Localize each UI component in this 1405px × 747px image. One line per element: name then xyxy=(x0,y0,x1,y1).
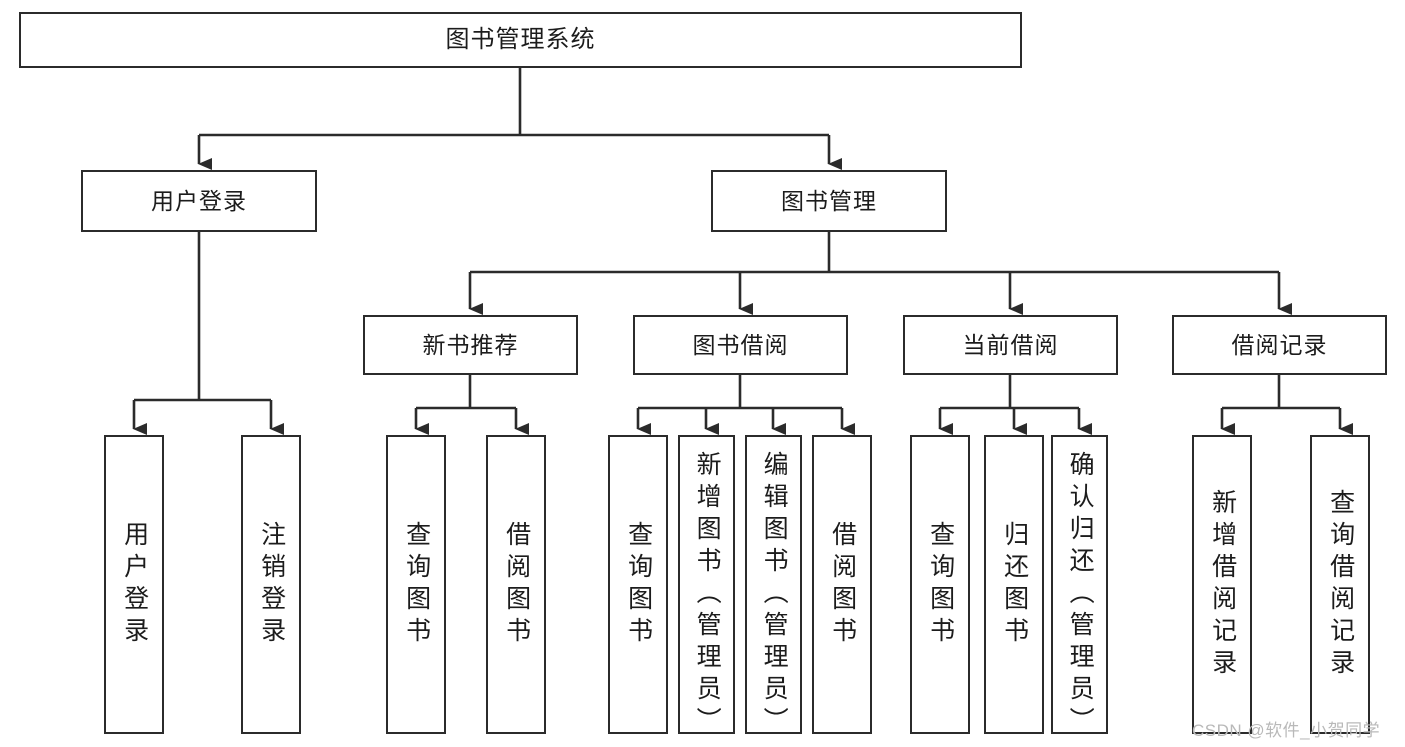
node-borrow-records[interactable]: 借阅记录 xyxy=(1172,315,1387,375)
node-book-management[interactable]: 图书管理 xyxy=(711,170,947,232)
node-label: 图书借阅 xyxy=(692,331,789,358)
leaf-query-books-recommend[interactable]: 查询图书 xyxy=(386,435,446,734)
node-label: 编辑图书（管理员） xyxy=(760,451,789,739)
node-current-borrow[interactable]: 当前借阅 xyxy=(903,315,1118,375)
leaf-add-book-admin[interactable]: 新增图书（管理员） xyxy=(678,435,735,739)
leaf-borrow-books-recommend[interactable]: 借阅图书 xyxy=(486,435,546,734)
leaf-query-borrow-record[interactable]: 查询借阅记录 xyxy=(1310,435,1370,734)
node-label: 用户登录 xyxy=(120,520,149,649)
node-label: 注销登录 xyxy=(257,520,286,649)
leaf-confirm-return-admin[interactable]: 确认归还（管理员） xyxy=(1051,435,1108,739)
node-root[interactable]: 图书管理系统 xyxy=(19,12,1022,68)
node-user-login[interactable]: 用户登录 xyxy=(81,170,317,232)
node-label: 查询图书 xyxy=(624,520,653,649)
leaf-logout[interactable]: 注销登录 xyxy=(241,435,301,734)
node-label: 新书推荐 xyxy=(422,331,519,358)
leaf-query-books-current[interactable]: 查询图书 xyxy=(910,435,970,734)
node-label: 借阅图书 xyxy=(502,520,531,649)
leaf-add-borrow-record[interactable]: 新增借阅记录 xyxy=(1192,435,1252,734)
leaf-query-books-borrow[interactable]: 查询图书 xyxy=(608,435,668,734)
leaf-user-login[interactable]: 用户登录 xyxy=(104,435,164,734)
watermark: CSDN @软件_小贺同学 xyxy=(1192,721,1381,740)
node-book-borrow[interactable]: 图书借阅 xyxy=(633,315,848,375)
node-label: 借阅记录 xyxy=(1231,331,1328,358)
node-label: 用户登录 xyxy=(151,187,247,214)
node-label: 归还图书 xyxy=(1000,520,1029,649)
node-label: 查询图书 xyxy=(402,520,431,649)
leaf-borrow-books[interactable]: 借阅图书 xyxy=(812,435,872,734)
node-label: 查询图书 xyxy=(926,520,955,649)
node-label: 新增图书（管理员） xyxy=(693,451,722,739)
node-label: 借阅图书 xyxy=(828,520,857,649)
node-label: 图书管理 xyxy=(781,187,877,214)
node-label: 图书管理系统 xyxy=(445,26,596,53)
node-label: 查询借阅记录 xyxy=(1326,488,1355,681)
node-new-book-recommend[interactable]: 新书推荐 xyxy=(363,315,578,375)
leaf-edit-book-admin[interactable]: 编辑图书（管理员） xyxy=(745,435,802,739)
node-label: 确认归还（管理员） xyxy=(1066,451,1095,739)
leaf-return-books[interactable]: 归还图书 xyxy=(984,435,1044,734)
node-label: 新增借阅记录 xyxy=(1208,488,1237,681)
node-label: 当前借阅 xyxy=(962,331,1059,358)
